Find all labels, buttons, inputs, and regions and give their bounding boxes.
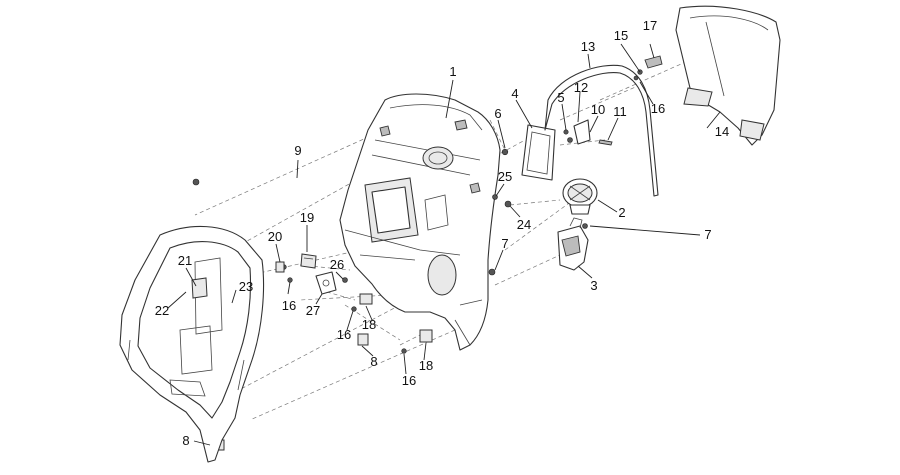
callout-number: 13 (581, 39, 595, 54)
front-frame-part (119, 225, 265, 463)
callout-number: 2 (618, 205, 625, 220)
callout-number: 25 (498, 169, 512, 184)
top-panel-part (675, 5, 781, 146)
callout-number: 8 (370, 354, 377, 369)
callout-number: 16 (337, 327, 351, 342)
callout-number: 7 (704, 227, 711, 242)
round-cap-part (562, 178, 598, 215)
callout-number: 16 (402, 373, 416, 388)
callout-number: 4 (511, 86, 518, 101)
callout-number: 10 (591, 102, 605, 117)
latch-housing-part (557, 217, 589, 271)
callout-number: 16 (651, 101, 665, 116)
main-rear-shield-part (339, 93, 501, 351)
callout-number: 20 (268, 229, 282, 244)
callout-number: 27 (306, 303, 320, 318)
callout-number: 5 (557, 90, 564, 105)
callout-number: 15 (614, 28, 628, 43)
callout-number: 19 (300, 210, 314, 225)
callout-number: 6 (494, 106, 501, 121)
callout-number: 22 (155, 303, 169, 318)
callout-number: 26 (330, 257, 344, 272)
sealing-strip-part (544, 64, 659, 197)
callout-number: 23 (239, 279, 253, 294)
callout-number: 3 (590, 278, 597, 293)
hinge-bracket-parts (563, 119, 613, 146)
callout-number: 24 (517, 217, 531, 232)
callout-number: 1 (449, 64, 456, 79)
glove-box-lid-part (521, 124, 556, 181)
callout-number: 8 (182, 433, 189, 448)
leader-lines (167, 43, 721, 446)
callout-number: 7 (501, 236, 508, 251)
callout-number: 9 (294, 143, 301, 158)
callout-number: 21 (178, 253, 192, 268)
callout-number: 12 (574, 80, 588, 95)
callout-number: 16 (282, 298, 296, 313)
callout-number: 14 (715, 124, 729, 139)
callout-number: 18 (362, 317, 376, 332)
callout-number: 11 (613, 104, 627, 119)
callout-number: 17 (643, 18, 657, 33)
callout-number: 18 (419, 358, 433, 373)
